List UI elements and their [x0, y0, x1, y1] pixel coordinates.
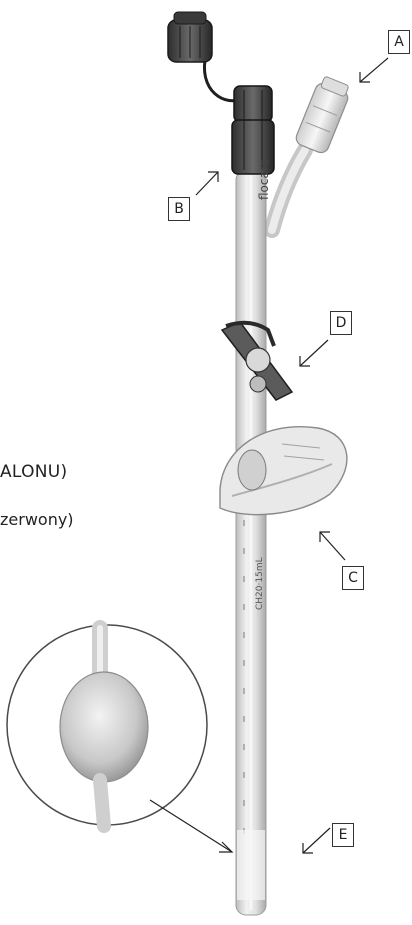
tube-size-imprint: CH20·15mL: [255, 557, 265, 610]
brand-imprint: flocare: [257, 159, 271, 200]
label-e: E: [332, 823, 354, 847]
label-d: D: [330, 311, 352, 335]
cut-off-body-text: zerwony): [0, 510, 74, 529]
label-b: B: [168, 197, 190, 221]
label-a: A: [388, 30, 410, 54]
balloon: [60, 672, 148, 782]
side-arm-valve: [272, 75, 353, 230]
label-c: C: [342, 566, 364, 590]
catheter-tube: CH20·15mL: [236, 170, 266, 915]
cut-off-heading-text: ALONU): [0, 462, 67, 482]
balloon-detail-inset: [7, 625, 232, 852]
